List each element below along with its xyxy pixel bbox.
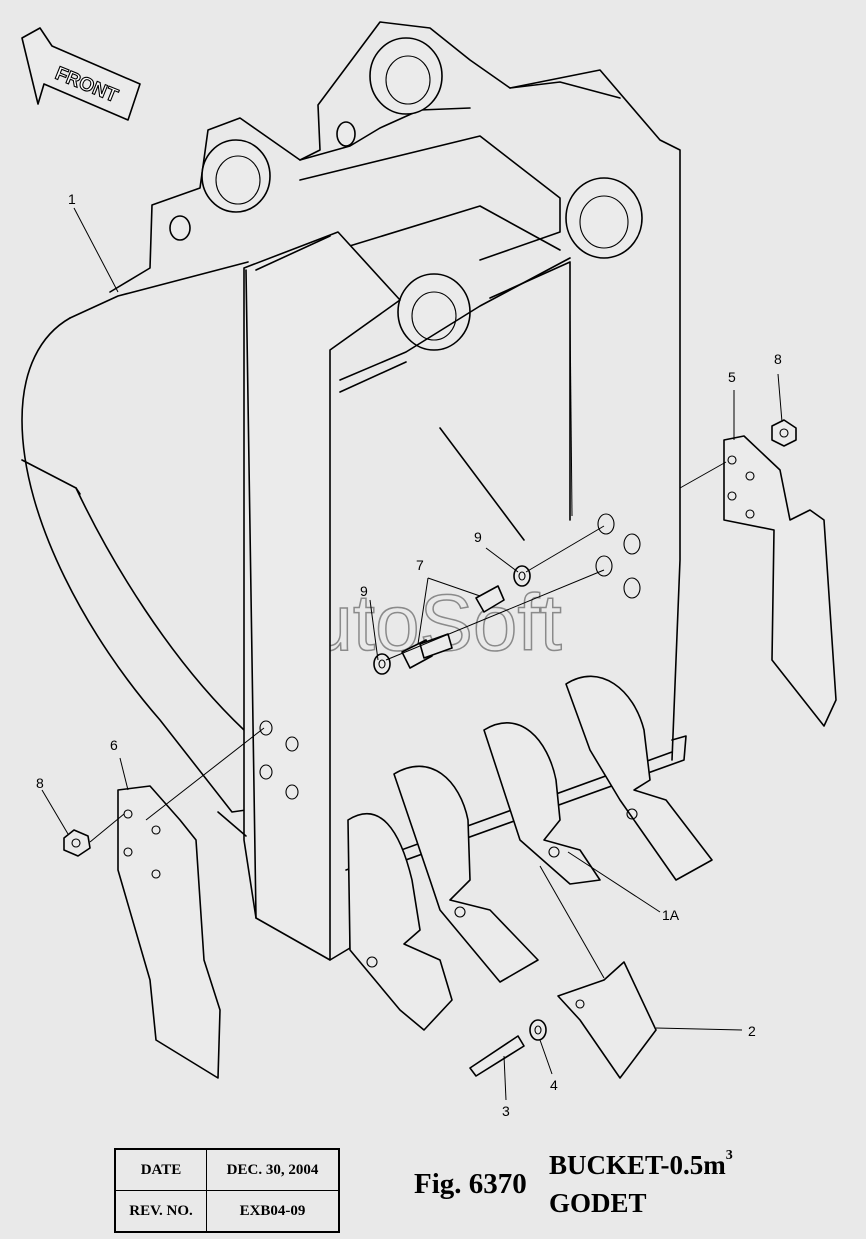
leader-lines	[41, 207, 783, 1101]
callout-6: 6	[110, 737, 118, 753]
callout-3: 3	[502, 1103, 510, 1119]
callout-2: 2	[748, 1023, 756, 1039]
figure-title-unit-exponent: 3	[725, 1148, 733, 1163]
callout-4: 4	[550, 1077, 558, 1093]
figure-number: Fig. 6370	[414, 1168, 527, 1200]
figure-title-fr: GODET	[549, 1188, 647, 1218]
callout-5: 5	[728, 369, 736, 385]
callout-8-right: 8	[774, 351, 782, 367]
bucket-teeth	[347, 675, 713, 1031]
title-block-table: DATE DEC. 30, 2004 REV. NO. EXB04-09	[114, 1148, 340, 1233]
figure-title-en: BUCKET-0.5m3	[549, 1148, 733, 1181]
side-cutter-right	[723, 435, 837, 727]
nuts	[63, 419, 797, 857]
callout-9-upper: 9	[474, 529, 482, 545]
date-label: DATE	[114, 1148, 207, 1191]
callouts: 1 1A 2 3 4 5 6 7 8 8 9 9	[36, 191, 782, 1119]
bolts	[401, 585, 505, 669]
callout-8-left: 8	[36, 775, 44, 791]
side-cutter-left	[117, 785, 221, 1079]
date-value: DEC. 30, 2004	[206, 1148, 340, 1191]
callout-9-lower: 9	[360, 583, 368, 599]
callout-1: 1	[68, 191, 76, 207]
bucket-exploded-diagram: FRONT AutoSoft	[21, 21, 837, 1119]
callout-7: 7	[416, 557, 424, 573]
tooth-point	[557, 961, 657, 1079]
rev-label: REV. NO.	[114, 1190, 207, 1233]
callout-1a: 1A	[662, 907, 680, 923]
rev-value: EXB04-09	[206, 1190, 340, 1233]
tooth-pin	[469, 1035, 525, 1077]
front-arrow: FRONT	[21, 27, 141, 121]
figure-title-en-text: BUCKET-0.5m	[549, 1150, 726, 1180]
pin-washer	[529, 1019, 547, 1041]
bucket-body	[21, 21, 687, 961]
